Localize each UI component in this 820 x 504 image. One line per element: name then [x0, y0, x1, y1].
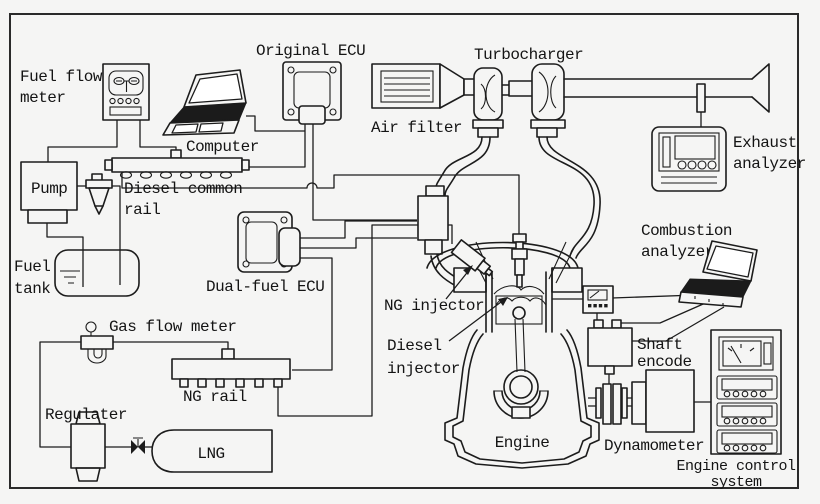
diesel-injector-label-2: injector: [387, 360, 460, 378]
combustion-analyzer-label: Combustion: [641, 222, 732, 240]
computer-label: Computer: [186, 138, 259, 156]
exhaust-analyzer-label-2: analyzer: [733, 155, 806, 173]
computer-laptop-icon: [162, 69, 247, 136]
ng-injector-label: NG injector: [384, 297, 484, 315]
diesel-injector-icon: [511, 233, 528, 288]
connection-lines: [39, 112, 725, 448]
air-filter-label: Air filter: [371, 119, 462, 137]
common-rail-label: Diesel common: [124, 180, 242, 198]
dual-fuel-ecu-label: Dual-fuel ECU: [206, 278, 324, 296]
ng-rail-label: NG rail: [183, 388, 247, 406]
fuel-flow-meter-label: Fuel flow: [20, 68, 103, 86]
common-rail-icon: [104, 149, 250, 179]
fuel-flow-meter-label-2: meter: [20, 89, 66, 107]
shaft-encoder-label: Shaft: [637, 336, 683, 354]
rack-module-1: [716, 375, 778, 400]
regulator-label: Regulater: [45, 406, 127, 424]
pump-icon: [20, 161, 78, 224]
charge-stack-icon: [417, 185, 449, 255]
exhaust-tailpipe-icon: [563, 63, 770, 113]
engine-icon: [426, 233, 600, 469]
exhaust-analyzer-icon: [651, 126, 727, 192]
engine-control-system-label-2: system: [710, 474, 762, 491]
turbocharger-icon: [472, 63, 566, 138]
diagram-frame: [9, 13, 799, 489]
combustion-analyzer-laptop-icon: [678, 240, 758, 308]
exhaust-probe-icon: [696, 83, 706, 113]
diesel-injector-callout: [448, 297, 508, 342]
ng-rail-icon: [171, 348, 291, 388]
gas-flow-meter-label: Gas flow meter: [109, 318, 236, 336]
lng-label: LNG: [197, 445, 224, 463]
valve-icon: [131, 437, 145, 454]
fuel-filter-icon: [85, 173, 113, 215]
pump-label: Pump: [31, 180, 67, 198]
ng-injector-callout: [445, 265, 473, 300]
dynamometer-label: Dynamometer: [604, 437, 704, 455]
combustion-analyzer-label-2: analyzer: [641, 243, 714, 261]
regulator-icon: [70, 411, 106, 482]
exhaust-analyzer-label: Exhaust: [733, 134, 797, 152]
dual-fuel-ecu-icon: [237, 211, 301, 273]
original-ecu-icon: [282, 61, 342, 125]
shaft-encoder-icon: [587, 319, 633, 375]
fuel-tank-label: Fuel: [14, 258, 50, 276]
engine-control-rack-icon: [710, 329, 782, 455]
fuel-tank-icon: [54, 249, 140, 297]
rack-module-3: [716, 429, 778, 454]
air-filter-icon: [371, 63, 476, 109]
turbocharger-label: Turbocharger: [474, 46, 583, 64]
ng-injector-icon: [450, 239, 494, 277]
coupling-icon: [595, 383, 628, 425]
gas-flow-meter-icon: [80, 321, 114, 364]
engine-control-system-label: Engine control: [676, 458, 796, 475]
lng-tank-icon: [151, 429, 273, 473]
shaft-encoder-label-2: encode: [637, 353, 692, 371]
fuel-flow-meter-icon: [102, 63, 150, 121]
common-rail-label-2: rail: [124, 201, 160, 219]
rack-module-2: [716, 402, 778, 427]
original-ecu-label: Original ECU: [256, 42, 365, 60]
pressure-sensor-icon: [582, 285, 614, 314]
diesel-injector-label: Diesel: [387, 337, 442, 355]
dynamometer-icon: [631, 369, 695, 433]
fuel-tank-label-2: tank: [14, 280, 50, 298]
engine-label: Engine: [495, 434, 550, 452]
